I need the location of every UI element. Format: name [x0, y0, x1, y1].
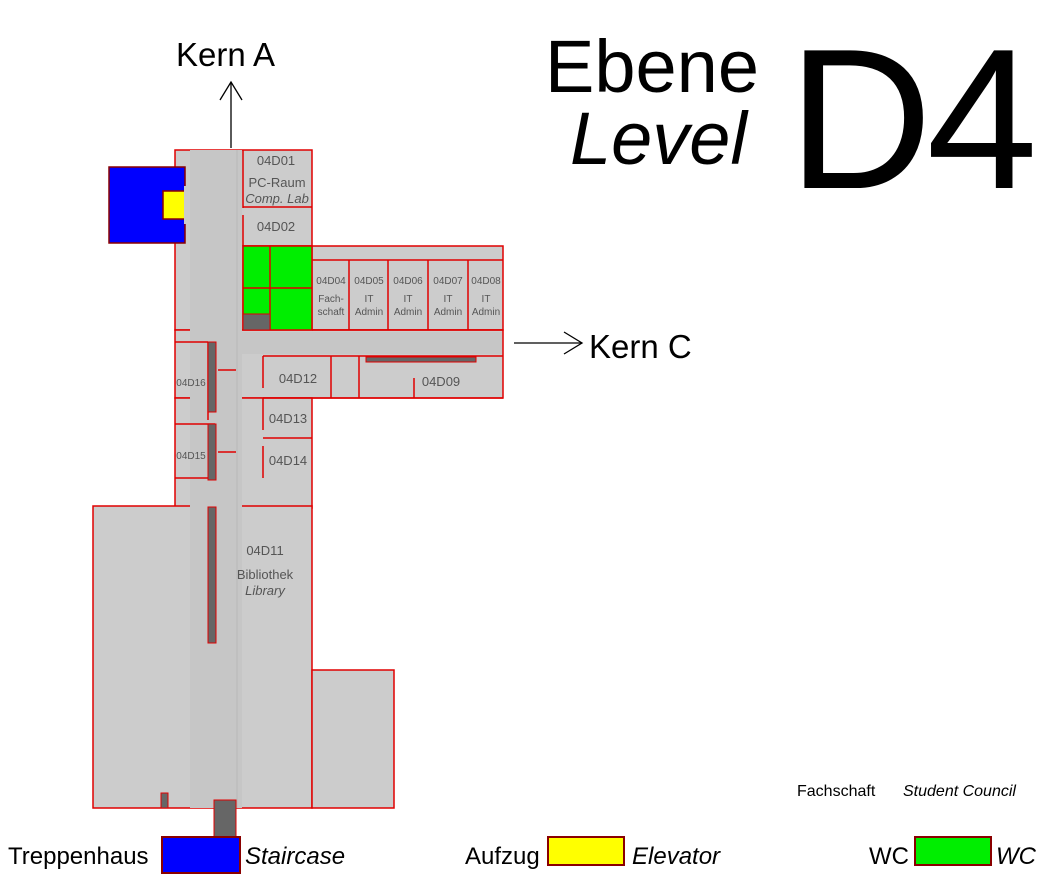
room-04D16-id: 04D16 — [176, 378, 206, 389]
legend-elevator-swatch — [547, 836, 625, 866]
room-04D05-name-2: Admin — [355, 307, 383, 318]
room-04D04-id: 04D04 — [316, 276, 346, 287]
room-04D06-name-1: IT — [404, 294, 413, 305]
legend-staircase-de: Treppenhaus — [8, 843, 149, 870]
title-ebene: Ebene — [545, 25, 759, 108]
room-04D08-id: 04D08 — [471, 276, 501, 287]
room-04D01-id: 04D01 — [257, 153, 295, 168]
kern-a-label: Kern A — [176, 36, 276, 73]
legend-wc-de: WC — [869, 843, 909, 870]
title-floor: D4 — [788, 8, 1038, 231]
legend-student-council: Student Council — [903, 783, 1016, 800]
room-04D15-id: 04D15 — [176, 451, 206, 462]
room-labels: 04D01 PC-Raum Comp. Lab 04D02 04D04 Fach… — [176, 153, 501, 598]
room-04D01-name: PC-Raum — [248, 175, 305, 190]
room-04D02-id: 04D02 — [257, 219, 295, 234]
arrow-kern-a — [219, 80, 243, 148]
room-04D01-name-en: Comp. Lab — [245, 191, 309, 206]
legend-staircase-swatch — [161, 836, 241, 874]
room-04D07-id: 04D07 — [433, 276, 463, 287]
legend-staircase-en: Staircase — [245, 843, 346, 870]
legend-elevator-de: Aufzug — [465, 843, 540, 870]
legend-wc-en: WC — [996, 843, 1036, 870]
title-level: Level — [570, 97, 747, 180]
room-04D09-id: 04D09 — [422, 374, 460, 389]
room-04D07-name-1: IT — [444, 294, 453, 305]
room-04D08-name-1: IT — [482, 294, 491, 305]
room-04D13-id: 04D13 — [269, 411, 307, 426]
legend-wc-swatch — [914, 836, 992, 866]
legend-fachschaft: Fachschaft — [797, 783, 876, 800]
wc-shaft — [242, 313, 271, 331]
room-04D12-id: 04D12 — [279, 371, 317, 386]
room-04D05-id: 04D05 — [354, 276, 384, 287]
room-walls — [175, 150, 503, 479]
room-04D11-id: 04D11 — [246, 543, 283, 558]
room-04D11-name: Bibliothek — [237, 567, 294, 582]
room-04D04-name-1: Fach- — [318, 294, 344, 305]
room-04D14-id: 04D14 — [269, 453, 307, 468]
room-04D07-name-2: Admin — [434, 307, 462, 318]
arrow-kern-c — [514, 331, 584, 355]
legend-elevator-en: Elevator — [632, 843, 721, 870]
room-04D06-name-2: Admin — [394, 307, 422, 318]
room-04D04-name-2: schaft — [318, 307, 345, 318]
room-04D06-id: 04D06 — [393, 276, 423, 287]
elevator — [162, 190, 188, 220]
room-04D08-name-2: Admin — [472, 307, 500, 318]
room-04D05-name-1: IT — [365, 294, 374, 305]
kern-c-label: Kern C — [589, 328, 692, 365]
room-04D11-name-en: Library — [245, 583, 286, 598]
staircase-door-gap — [184, 186, 190, 224]
